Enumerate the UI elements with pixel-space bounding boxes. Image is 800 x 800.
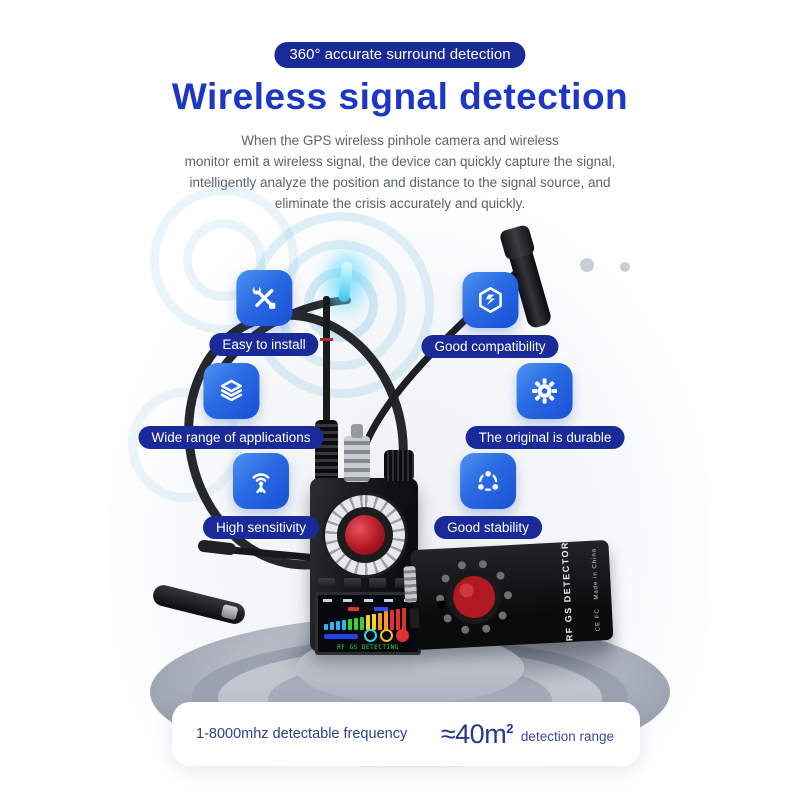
hexagon-bolt-icon bbox=[462, 272, 518, 328]
description-line: monitor emit a wireless signal, the devi… bbox=[184, 153, 616, 169]
side-device-label: RF GS DETECTOR bbox=[559, 540, 575, 642]
lens-finder-dial bbox=[325, 495, 405, 575]
feature-label: The original is durable bbox=[465, 426, 625, 449]
screen-status-text: RF GS DETECTING bbox=[337, 644, 399, 651]
tools-icon bbox=[235, 270, 292, 326]
feature-good-stability: Good stability bbox=[434, 453, 542, 539]
feature-label: Good compatibility bbox=[421, 335, 559, 358]
antenna-icon bbox=[233, 453, 289, 509]
device-screen: RF GS DETECTING bbox=[315, 592, 421, 655]
range-spec: ≈40m2 detection range bbox=[441, 719, 614, 750]
gear-icon bbox=[516, 363, 573, 419]
device-knob bbox=[384, 450, 414, 481]
feature-high-sensitivity: High sensitivity bbox=[202, 453, 320, 539]
antenna-rod bbox=[323, 296, 330, 428]
range-label: detection range bbox=[520, 728, 614, 744]
layers-icon bbox=[203, 363, 259, 419]
device-buttons bbox=[318, 578, 412, 588]
side-detector-device: RF GS DETECTOR CE FC Made in China bbox=[403, 539, 614, 651]
feature-label: Easy to install bbox=[209, 333, 319, 356]
feature-good-compatibility: Good compatibility bbox=[421, 272, 559, 358]
red-lens bbox=[345, 515, 385, 555]
description-line: intelligently analyze the position and d… bbox=[189, 174, 611, 190]
feature-label: Wide range of applications bbox=[138, 426, 324, 449]
ir-lens-ring bbox=[436, 560, 513, 634]
decor-dot bbox=[620, 262, 630, 272]
range-value: ≈40m2 bbox=[440, 718, 514, 749]
page-title: Wireless signal detection bbox=[171, 76, 629, 117]
feature-wide-range: Wide range of applications bbox=[138, 363, 324, 449]
frequency-spec: 1-8000mhz detectable frequency bbox=[196, 726, 408, 742]
certification-marks: CE FC Made in China bbox=[591, 547, 602, 632]
share-icon bbox=[459, 453, 516, 509]
feature-easy-install: Easy to install bbox=[209, 270, 319, 356]
feature-label: High sensitivity bbox=[202, 516, 320, 539]
top-badge: 360° accurate surround detection bbox=[274, 42, 526, 68]
feature-durable: The original is durable bbox=[465, 363, 625, 449]
spec-card: 1-8000mhz detectable frequency ≈40m2 det… bbox=[172, 702, 640, 766]
description-line: eliminate the crisis accurately and quic… bbox=[274, 195, 526, 211]
decor-dot bbox=[580, 258, 594, 272]
bnc-connector bbox=[344, 424, 370, 482]
feature-label: Good stability bbox=[434, 516, 542, 539]
description-line: When the GPS wireless pinhole camera and… bbox=[241, 133, 559, 148]
signal-bars bbox=[324, 608, 414, 630]
description: When the GPS wireless pinhole camera and… bbox=[0, 131, 800, 215]
